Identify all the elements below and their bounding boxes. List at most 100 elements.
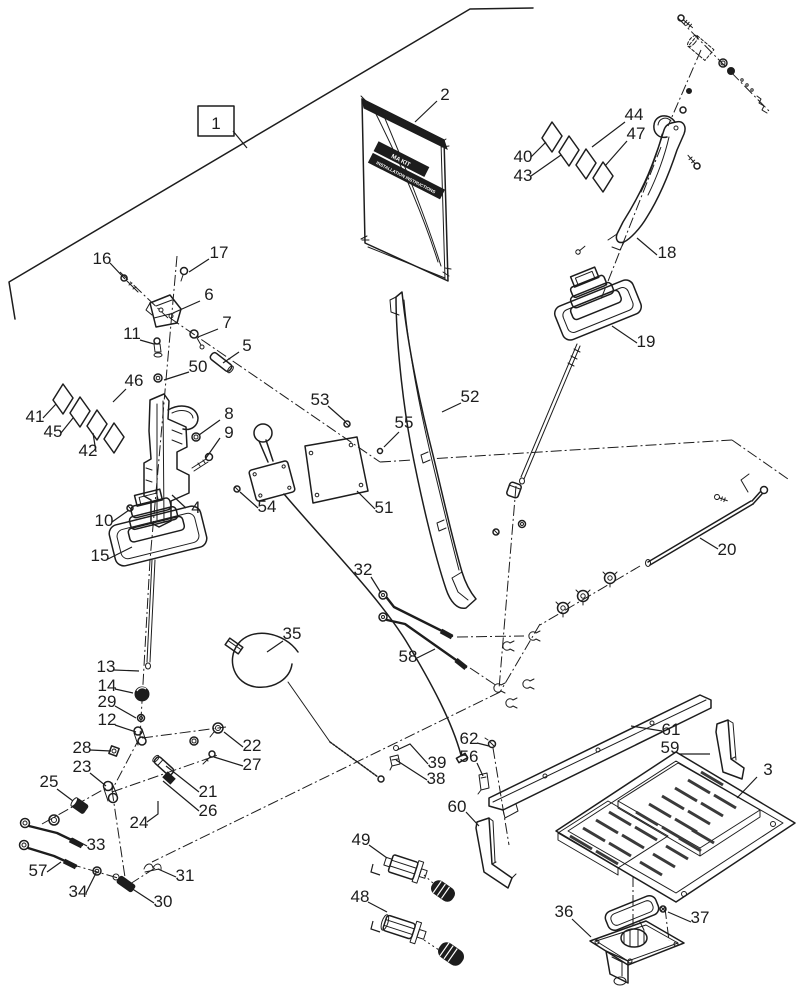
hardware-packets-right: [541, 121, 614, 193]
callout-48[interactable]: 48: [351, 887, 370, 906]
callout-54[interactable]: 54: [258, 497, 277, 516]
callout-4[interactable]: 4: [191, 498, 200, 517]
cable-threaded-end: [329, 741, 379, 778]
callout-6[interactable]: 6: [204, 285, 213, 304]
callout-26[interactable]: 26: [199, 801, 218, 820]
cross-rod-20: [645, 473, 769, 567]
screw-8: [191, 432, 201, 442]
callout-58[interactable]: 58: [399, 647, 418, 666]
shift-boot-15: [108, 488, 208, 567]
sleeve-26: [162, 771, 176, 785]
callout-53[interactable]: 53: [311, 390, 330, 409]
callout-24[interactable]: 24: [130, 813, 149, 832]
upper-left-lever-hardware: [120, 266, 234, 512]
callout-1-box[interactable]: 1: [197, 105, 235, 137]
bracket-6: [145, 294, 182, 328]
callout-38[interactable]: 38: [427, 769, 446, 788]
screw-62: [484, 737, 497, 749]
callout-42[interactable]: 42: [79, 441, 98, 460]
rod-32: [378, 590, 454, 640]
callout-35[interactable]: 35: [283, 624, 302, 643]
screw-16: [120, 274, 139, 293]
bolt-9: [191, 452, 214, 472]
callout-15[interactable]: 15: [91, 546, 110, 565]
callout-13[interactable]: 13: [97, 657, 116, 676]
callout-19[interactable]: 19: [637, 332, 656, 351]
callout-27[interactable]: 27: [243, 755, 262, 774]
callout-8[interactable]: 8: [224, 404, 233, 423]
callout-36[interactable]: 36: [555, 902, 574, 921]
callout-34[interactable]: 34: [69, 882, 88, 901]
washer-small-mid: [517, 519, 527, 529]
callout-51[interactable]: 51: [375, 498, 394, 517]
right-boot-19: [492, 245, 643, 536]
rod-13: [146, 559, 156, 663]
spring-top: [740, 78, 768, 114]
callout-9[interactable]: 9: [224, 423, 233, 442]
callout-40[interactable]: 40: [514, 147, 533, 166]
callout-30[interactable]: 30: [154, 892, 173, 911]
throttle-lever-cable: [224, 420, 469, 783]
callout-20[interactable]: 20: [718, 540, 737, 559]
callout-14[interactable]: 14: [98, 676, 117, 695]
stud-11: [153, 337, 163, 358]
callout-16[interactable]: 16: [93, 249, 112, 268]
callout-49[interactable]: 49: [352, 830, 371, 849]
washer-50: [153, 373, 163, 383]
callout-62[interactable]: 62: [460, 729, 479, 748]
callout-56[interactable]: 56: [460, 747, 479, 766]
switch-48: [370, 874, 464, 966]
callout-52[interactable]: 52: [461, 387, 480, 406]
callout-2[interactable]: 2: [440, 85, 449, 104]
kit-boundary-line: [8, 7, 534, 320]
callout-11[interactable]: 11: [123, 324, 141, 343]
callout-61[interactable]: 61: [662, 720, 681, 739]
callout-10[interactable]: 10: [95, 511, 114, 530]
callout-50[interactable]: 50: [189, 357, 208, 376]
clip-56: [477, 772, 490, 795]
long-rod: [520, 343, 581, 480]
callout-60[interactable]: 60: [448, 797, 467, 816]
lever-knob: [253, 423, 273, 443]
callout-43[interactable]: 43: [514, 166, 533, 185]
callout-22[interactable]: 22: [243, 736, 262, 755]
callout-45[interactable]: 45: [44, 422, 63, 441]
callout-32[interactable]: 32: [354, 560, 373, 579]
callout-25[interactable]: 25: [40, 772, 59, 791]
screw-lever: [687, 154, 701, 170]
rod-58: [378, 612, 468, 670]
callout-21[interactable]: 21: [199, 782, 218, 801]
callout-1[interactable]: 1: [211, 114, 220, 133]
stud-small: [686, 88, 692, 94]
callout-29[interactable]: 29: [98, 692, 117, 711]
support-bar-61: [477, 694, 712, 819]
clevis-23: [102, 780, 119, 804]
callout-55[interactable]: 55: [395, 413, 414, 432]
ball-stud-17: [179, 266, 189, 282]
callout-5[interactable]: 5: [242, 336, 251, 355]
instruction-booklet: MA KIT INSTALLATION INSTRUCTIONS: [360, 95, 452, 282]
callout-31[interactable]: 31: [176, 866, 195, 885]
callout-37[interactable]: 37: [691, 908, 710, 927]
nut-top: [727, 67, 735, 75]
callout-3[interactable]: 3: [763, 760, 772, 779]
callout-33[interactable]: 33: [87, 835, 106, 854]
callout-41[interactable]: 41: [26, 407, 45, 426]
knob-48: [438, 942, 464, 966]
callout-59[interactable]: 59: [661, 738, 680, 757]
callout-28[interactable]: 28: [73, 738, 92, 757]
retainer-clip-cluster: [493, 630, 541, 709]
callout-39[interactable]: 39: [428, 753, 447, 772]
screw-37: [659, 905, 667, 913]
callout-47[interactable]: 47: [627, 124, 646, 143]
callout-7[interactable]: 7: [222, 313, 231, 332]
callout-12[interactable]: 12: [98, 710, 117, 729]
callout-44[interactable]: 44: [625, 105, 644, 124]
callout-46[interactable]: 46: [125, 371, 144, 390]
callout-23[interactable]: 23: [73, 757, 92, 776]
callout-17[interactable]: 17: [210, 243, 229, 262]
bent-rods: [378, 590, 468, 670]
callout-18[interactable]: 18: [658, 243, 677, 262]
callout-57[interactable]: 57: [29, 861, 48, 880]
